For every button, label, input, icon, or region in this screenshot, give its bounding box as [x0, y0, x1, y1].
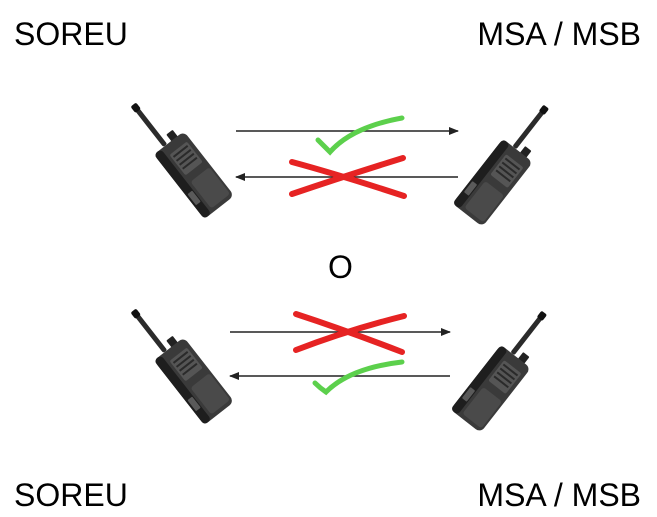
radio-icon [120, 295, 236, 427]
or-label: O [328, 249, 353, 285]
check-icon [315, 115, 405, 156]
cross-icon [289, 155, 407, 199]
radio-icon [120, 89, 236, 221]
top-left-label: SOREU [14, 16, 128, 52]
bottom-right-label: MSA / MSB [477, 477, 641, 513]
radio-icon [451, 96, 566, 228]
check-icon [312, 359, 405, 396]
top-scenario [120, 89, 566, 228]
bottom-left-label: SOREU [14, 477, 128, 513]
bottom-scenario [120, 295, 564, 434]
radio-icon [449, 302, 564, 434]
top-right-label: MSA / MSB [477, 16, 641, 52]
cross-icon [293, 311, 407, 355]
